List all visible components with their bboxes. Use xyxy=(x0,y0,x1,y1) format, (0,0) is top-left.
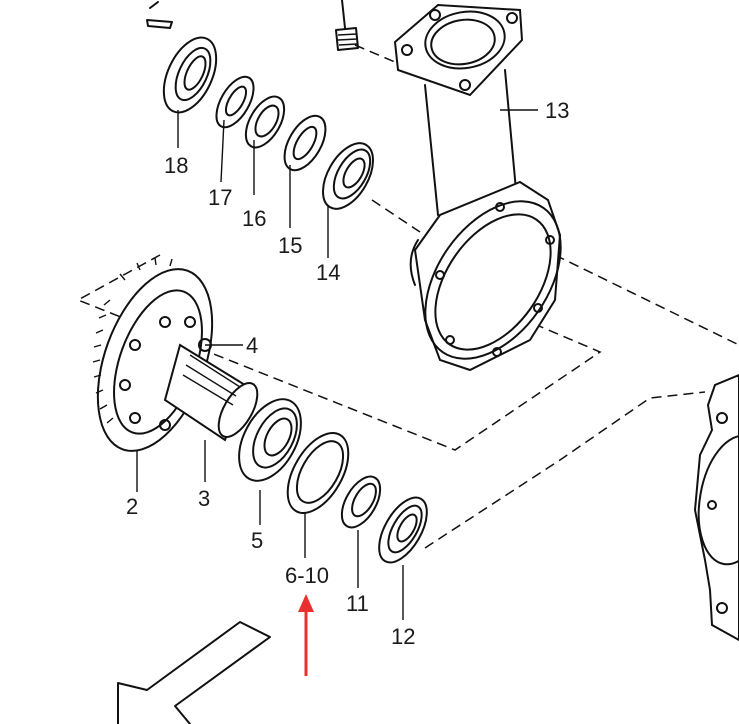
label-2: 2 xyxy=(126,494,139,519)
part-14-bearing xyxy=(322,142,374,210)
part-16-ring xyxy=(244,95,286,149)
label-15: 15 xyxy=(278,233,303,258)
part-3-shaft xyxy=(163,338,259,442)
label-16: 16 xyxy=(242,206,267,231)
part-17-washer xyxy=(215,75,255,129)
label-14: 14 xyxy=(316,260,341,285)
axis-line-middle xyxy=(371,199,421,233)
part-18-seal xyxy=(162,36,218,114)
part-12-seal xyxy=(378,496,428,564)
screw-part xyxy=(146,1,173,29)
part-11-ring xyxy=(340,475,382,529)
assembly-plane-lower xyxy=(76,254,602,451)
assembly-line-to-housing xyxy=(424,391,706,549)
label-12: 12 xyxy=(391,624,416,649)
label-17: 17 xyxy=(208,185,233,210)
part-5-bearing xyxy=(238,398,302,482)
highlight-arrow xyxy=(298,594,314,676)
bolt-part xyxy=(335,0,359,51)
part-15-washer xyxy=(283,114,327,172)
label-18: 18 xyxy=(164,153,189,178)
label-6-10: 6-10 xyxy=(285,563,330,588)
direction-arrow xyxy=(117,621,271,724)
label-4: 4 xyxy=(246,333,259,358)
part-6-10-washer xyxy=(286,432,350,514)
part-2-crown-gear xyxy=(92,257,214,452)
axis-line-upper xyxy=(354,44,396,63)
label-5: 5 xyxy=(251,528,264,553)
right-housing-fragment xyxy=(693,373,739,642)
label-3: 3 xyxy=(198,486,211,511)
label-13: 13 xyxy=(545,98,570,123)
part-13-housing xyxy=(393,3,562,372)
label-11: 11 xyxy=(346,591,369,616)
leader-lines xyxy=(136,109,538,620)
assembly-plane-right xyxy=(554,254,739,346)
